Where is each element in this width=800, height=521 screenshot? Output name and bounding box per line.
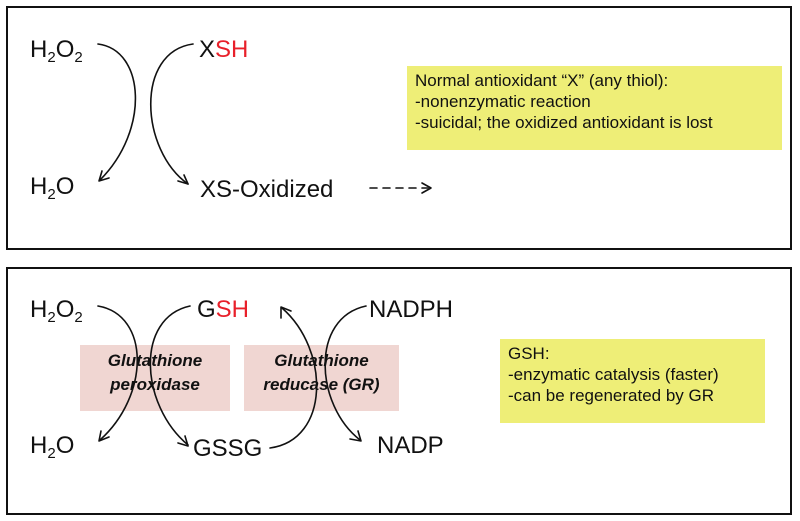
h2o-product-bottom: H2O <box>30 432 75 462</box>
note-line-1: -nonenzymatic reaction <box>415 92 591 111</box>
enzyme-glutathione-reductase: Glutathione reducase (GR) <box>244 345 399 411</box>
h2o2-reactant-bottom: H2O2 <box>30 296 83 326</box>
h2o2-reactant-top: H2O2 <box>30 36 83 66</box>
nadp-label: NADP <box>377 432 444 459</box>
note-gsh-line-1: -enzymatic catalysis (faster) <box>508 365 719 384</box>
xs-oxidized-product: XS-Oxidized <box>200 176 334 203</box>
note-title: Normal antioxidant “X” (any thiol): <box>415 71 669 90</box>
note-gsh: GSH: -enzymatic catalysis (faster) -can … <box>500 339 765 423</box>
enzyme-2-line-2: reducase (GR) <box>263 375 380 394</box>
enzyme-1-line-1: Glutathione <box>107 351 203 370</box>
note-gsh-title: GSH: <box>508 344 550 363</box>
nadph-label: NADPH <box>369 296 454 323</box>
note-normal-antioxidant: Normal antioxidant “X” (any thiol): -non… <box>407 66 782 150</box>
h2o-product-top: H2O <box>30 173 75 203</box>
xsh-antioxidant: XSH <box>199 36 249 63</box>
gsh-label: GSH <box>197 296 250 323</box>
gssg-label: GSSG <box>193 435 263 462</box>
note-line-2: -suicidal; the oxidized antioxidant is l… <box>415 113 713 132</box>
note-gsh-line-2: -can be regenerated by GR <box>508 386 715 405</box>
enzyme-1-line-2: peroxidase <box>110 375 200 394</box>
enzyme-2-line-1: Glutathione <box>274 351 369 370</box>
enzyme-glutathione-peroxidase: Glutathione peroxidase <box>80 345 230 411</box>
